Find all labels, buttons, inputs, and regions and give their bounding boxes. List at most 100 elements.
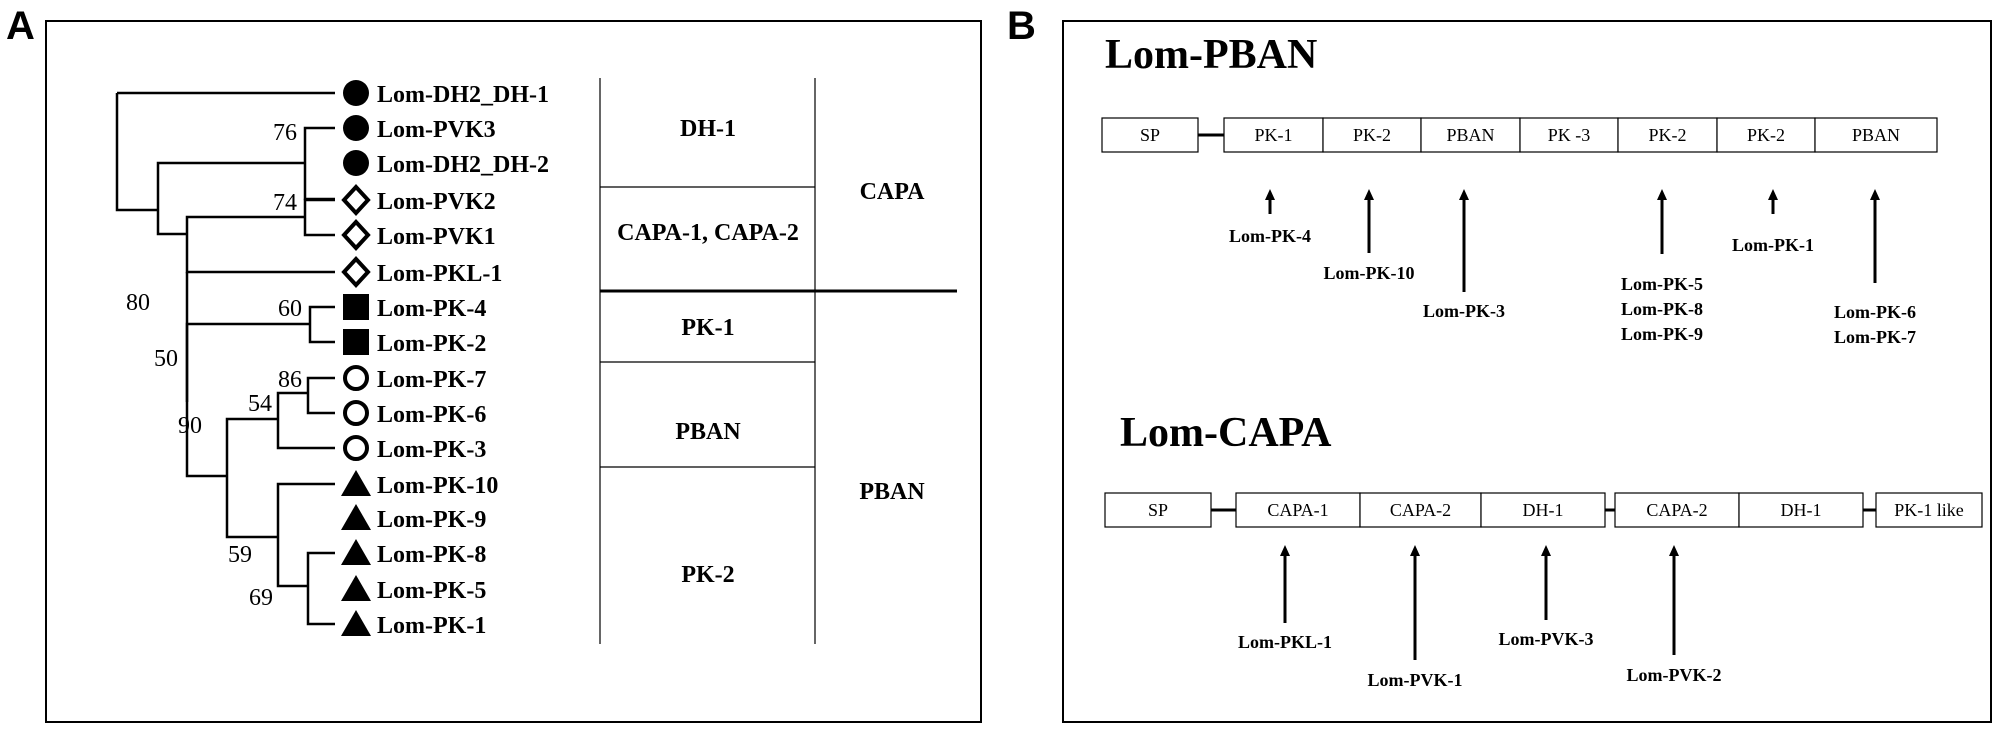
open-circle-icon [343, 400, 369, 426]
filled-circle-icon [343, 150, 369, 176]
segment-box [1480, 492, 1606, 528]
taxon-label: Lom-PK-8 [377, 542, 486, 568]
taxon-label: Lom-PK-4 [377, 296, 486, 322]
taxon-label: Lom-PK-2 [377, 331, 486, 357]
arrowhead-icon [1265, 189, 1275, 200]
filled-triangle-icon [341, 610, 371, 636]
group-pban: PBAN [675, 419, 741, 445]
segment-box [1101, 117, 1199, 153]
peptide-label: Lom-PK-4 [1229, 226, 1311, 246]
group-pk2: PK-2 [681, 562, 734, 588]
gene-group-capa: CAPA [860, 179, 926, 205]
segment-label: PBAN [1446, 125, 1494, 145]
segment-label: PK-2 [1353, 125, 1391, 145]
taxon-label: Lom-DH2_DH-1 [377, 82, 549, 108]
segment-label: PK-1 like [1894, 500, 1964, 520]
tree-branches [115, 91, 335, 626]
peptide-label: Lom-PK-7 [1834, 327, 1916, 347]
arrowhead-icon [1669, 545, 1679, 556]
group-table [599, 78, 957, 644]
group-dh1: DH-1 [680, 116, 736, 142]
segment-box [1420, 117, 1521, 153]
bootstrap-59: 59 [228, 542, 252, 568]
group-pk1: PK-1 [681, 315, 734, 341]
panel-a-frame [45, 20, 982, 723]
bootstrap-50: 50 [154, 346, 178, 372]
peptide-label: Lom-PKL-1 [1238, 632, 1332, 652]
taxon-label: Lom-PVK3 [377, 117, 496, 143]
bootstrap-76: 76 [273, 120, 297, 146]
open-circle-icon [343, 365, 369, 391]
segment-label: SP [1140, 125, 1160, 145]
segment-box [1322, 117, 1422, 153]
arrowhead-icon [1657, 189, 1667, 200]
peptide-label: Lom-PK-6 [1834, 302, 1916, 322]
panel-label-a: A [6, 4, 35, 48]
panel-label-b: B [1007, 4, 1036, 48]
segment-label: DH-1 [1781, 500, 1822, 520]
segment-box [1104, 492, 1212, 528]
segment-box [1614, 492, 1740, 528]
peptide-label: Lom-PK-1 [1732, 235, 1814, 255]
filled-square-icon [343, 329, 369, 355]
segment-label: PBAN [1852, 125, 1900, 145]
taxon-label: Lom-PK-6 [377, 402, 486, 428]
arrowhead-icon [1280, 545, 1290, 556]
segment-box [1738, 492, 1864, 528]
segment-label: DH-1 [1523, 500, 1564, 520]
precursor-title-capa: Lom-CAPA [1120, 410, 1332, 456]
filled-triangle-icon [341, 539, 371, 565]
bootstrap-values: 76 74 80 50 60 90 86 54 59 69 [126, 120, 302, 611]
taxon-label: Lom-PK-3 [377, 437, 486, 463]
filled-triangle-icon [341, 470, 371, 496]
filled-triangle-icon [341, 504, 371, 530]
segment-label: CAPA-2 [1646, 500, 1707, 520]
arrowhead-icon [1768, 189, 1778, 200]
taxon-label: Lom-PKL-1 [377, 261, 502, 287]
bootstrap-90: 90 [178, 413, 202, 439]
bootstrap-69: 69 [249, 585, 273, 611]
arrowhead-icon [1364, 189, 1374, 200]
open-diamond-icon [341, 256, 371, 288]
bootstrap-60: 60 [278, 296, 302, 322]
peptide-label: Lom-PVK-1 [1368, 670, 1463, 690]
bootstrap-80: 80 [126, 290, 150, 316]
peptide-label: Lom-PK-8 [1621, 299, 1703, 319]
taxon-label: Lom-PK-1 [377, 613, 486, 639]
segment-label: PK -3 [1548, 125, 1591, 145]
open-diamond-icon [341, 184, 371, 216]
peptide-label: Lom-PK-9 [1621, 324, 1703, 344]
taxon-label: Lom-DH2_DH-2 [377, 152, 549, 178]
precursor-title-pban: Lom-PBAN [1105, 32, 1317, 78]
open-circle-icon [343, 435, 369, 461]
peptide-label: Lom-PK-10 [1324, 263, 1415, 283]
filled-square-icon [343, 294, 369, 320]
segment-label: PK-1 [1254, 125, 1292, 145]
open-diamond-icon [341, 219, 371, 251]
segment-label: PK-2 [1747, 125, 1785, 145]
taxon-label: Lom-PVK2 [377, 189, 496, 215]
arrowhead-icon [1541, 545, 1551, 556]
filled-circle-icon [343, 115, 369, 141]
taxon-label: Lom-PVK1 [377, 224, 496, 250]
group-capa: CAPA-1, CAPA-2 [617, 220, 799, 246]
segment-box [1814, 117, 1938, 153]
filled-circle-icon [343, 80, 369, 106]
filled-triangle-icon [341, 575, 371, 601]
tree-taxa: Lom-DH2_DH-1Lom-PVK3Lom-DH2_DH-2Lom-PVK2… [341, 80, 549, 639]
taxon-label: Lom-PK-7 [377, 367, 486, 393]
arrowhead-icon [1459, 189, 1469, 200]
peptide-label: Lom-PVK-3 [1499, 629, 1594, 649]
bootstrap-74: 74 [273, 190, 297, 216]
segment-label: PK-2 [1648, 125, 1686, 145]
gene-group-pban: PBAN [859, 479, 925, 505]
peptide-label: Lom-PK-5 [1621, 274, 1703, 294]
taxon-label: Lom-PK-5 [377, 578, 486, 604]
taxon-label: Lom-PK-10 [377, 473, 498, 499]
peptide-label: Lom-PVK-2 [1627, 665, 1722, 685]
taxon-label: Lom-PK-9 [377, 507, 486, 533]
bootstrap-86: 86 [278, 367, 302, 393]
segment-box [1875, 492, 1983, 528]
